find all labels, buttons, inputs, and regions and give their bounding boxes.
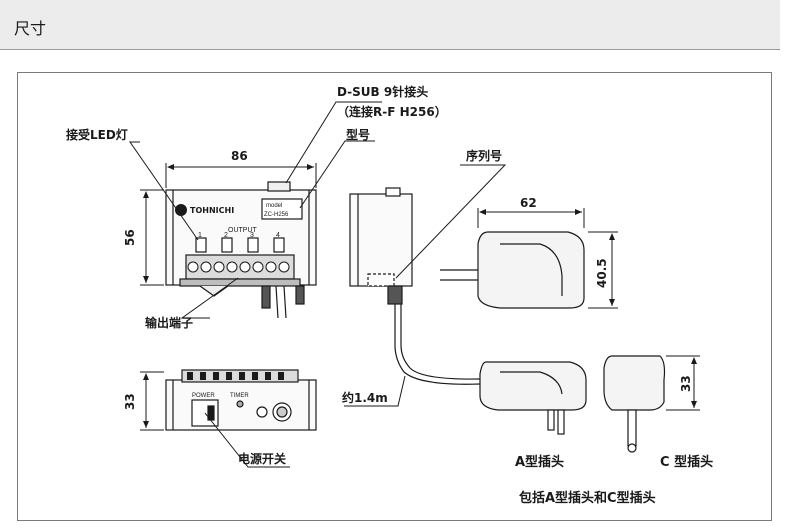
power-label: POWER xyxy=(192,393,215,399)
serial-leader xyxy=(395,164,507,279)
dimension-33-right-label: 33 xyxy=(679,375,693,392)
dimension-86 xyxy=(165,163,317,188)
plug-a-label: A型插头 xyxy=(515,454,564,470)
receiver-front-view xyxy=(165,181,317,319)
terminal-label: 输出端子 xyxy=(145,315,193,330)
dimension-40-5 xyxy=(588,231,618,309)
channel-4-label: 4 xyxy=(276,232,280,239)
cable-length-label: 约1.4m xyxy=(342,390,388,405)
dsub-label-line1: D-SUB 9针接头 xyxy=(337,84,428,99)
adapter-a-plug-view xyxy=(479,361,587,435)
switch-leader xyxy=(204,412,290,468)
dimension-86-label: 86 xyxy=(231,149,248,163)
led-label: 接受LED灯 xyxy=(66,127,128,142)
serial-label: 序列号 xyxy=(466,148,502,163)
channel-2-label: 2 xyxy=(224,232,228,239)
included-plugs-note: 包括A型插头和C型插头 xyxy=(519,490,656,506)
switch-label: 电源开关 xyxy=(238,451,286,466)
model-plate-label: model xyxy=(266,203,282,209)
brand-text: TOHNICHI xyxy=(190,206,234,215)
dsub-label-line2: （连接R-F H256） xyxy=(337,104,447,119)
adapter-top-view xyxy=(440,231,585,309)
plug-c-label: C 型插头 xyxy=(660,454,713,470)
brand-logo-icon xyxy=(175,204,187,216)
diagram-frame xyxy=(17,72,772,521)
dimension-33-left xyxy=(140,371,164,431)
dimension-62 xyxy=(477,208,585,228)
adapter-side-view xyxy=(349,187,481,385)
model-plate-value: ZC-H256 xyxy=(264,212,289,218)
dimension-40-5-label: 40.5 xyxy=(595,258,609,288)
dimension-62-label: 62 xyxy=(520,196,537,210)
dimension-33-left-label: 33 xyxy=(123,393,137,410)
dimension-56-label: 56 xyxy=(123,229,137,246)
section-title: 尺寸 xyxy=(14,19,47,38)
adapter-c-plug-view xyxy=(603,355,666,453)
dimension-33-right xyxy=(666,355,700,411)
channel-1-label: 1 xyxy=(198,232,202,239)
cable-leader xyxy=(344,375,406,407)
section-header: 尺寸 xyxy=(0,0,780,50)
terminal-screws xyxy=(187,261,290,273)
dimension-56 xyxy=(140,189,164,286)
model-label: 型号 xyxy=(346,127,370,142)
bottom-terminal-teeth xyxy=(187,372,284,380)
channel-3-label: 3 xyxy=(250,232,254,239)
timer-label: TIMER xyxy=(230,393,249,399)
leader-lines-receiver xyxy=(129,101,382,319)
output-label: OUTPUT xyxy=(228,227,258,234)
